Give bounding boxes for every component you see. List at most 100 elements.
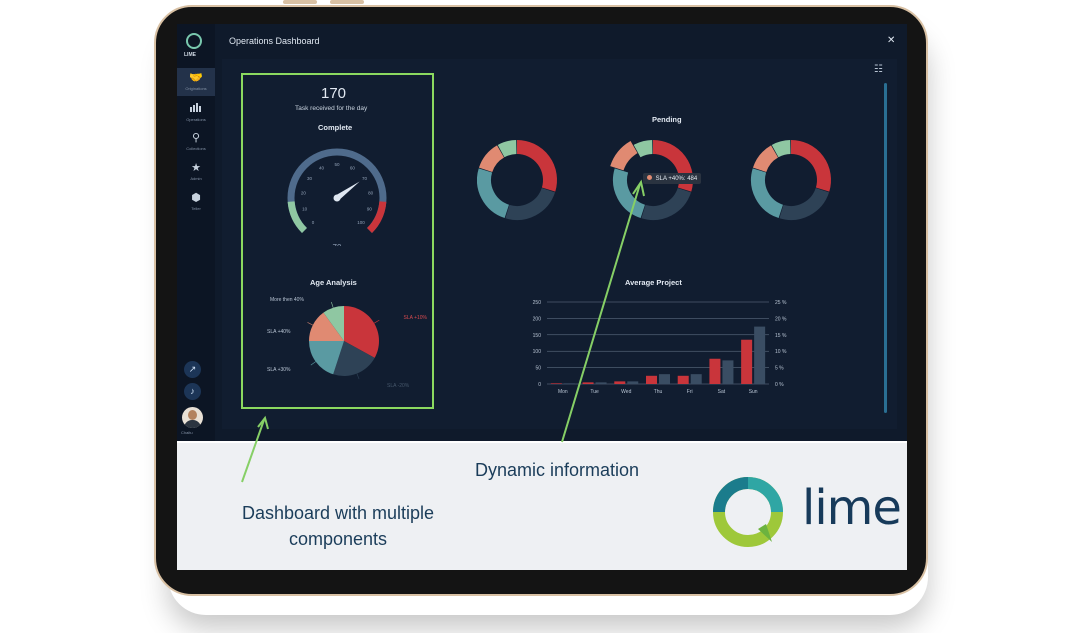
gauge: 010203040506070809010070 (287, 148, 387, 246)
bar (754, 326, 766, 384)
donut-segment (752, 145, 779, 173)
filter-settings-icon[interactable]: ☷ (874, 64, 883, 75)
annotation-dashboard-line2: components (288, 529, 388, 549)
x-tick-label: Fri (687, 389, 693, 395)
sidebar-item-label: Originations (185, 86, 207, 91)
scrollbar[interactable] (884, 83, 887, 413)
pie-label: SLA +30% (267, 367, 291, 373)
handshake-icon: 🤝 (189, 72, 203, 84)
close-icon[interactable]: ✕ (887, 35, 896, 46)
gauge-high-band (366, 201, 387, 234)
lime-logo-mark (713, 477, 783, 547)
tablet-button (283, 0, 317, 4)
donut-segment (779, 187, 830, 220)
sidebar-item-label: Admin (190, 176, 202, 181)
avatar[interactable] (182, 407, 203, 428)
y2-tick-label: 0 % (775, 382, 784, 388)
bar (677, 375, 689, 384)
y-tick-label: 50 (535, 366, 541, 372)
x-tick-label: Sat (718, 389, 726, 395)
highlight-box (241, 73, 434, 409)
donut-segment (497, 140, 517, 158)
gauge-low-band (287, 201, 308, 234)
y-tick-label: 250 (533, 300, 542, 306)
badge-icon: ⬢ (191, 192, 201, 204)
star-icon: ★ (191, 162, 201, 174)
gauge-tick-label: 10 (302, 207, 308, 212)
donut-segment (771, 140, 791, 158)
gauge-tick-label: 100 (357, 220, 365, 225)
pie-slice (309, 341, 344, 375)
donut-segment (613, 168, 646, 219)
trending-icon[interactable]: ↗ (184, 361, 201, 378)
bar (659, 374, 670, 384)
task-count: 170 (321, 85, 347, 102)
y2-tick-label: 15 % (775, 333, 787, 339)
bar (722, 360, 734, 384)
gauge-tick-label: 20 (301, 191, 307, 196)
sidebar-item-operations[interactable]: Operations (177, 102, 215, 122)
bar (563, 383, 575, 384)
pie-leader-line (331, 301, 334, 308)
tooltip-value: 484 (687, 176, 698, 182)
donut-segment (610, 141, 638, 171)
gauge-tick-label: 40 (319, 166, 325, 171)
sidebar-item-label: Operations (186, 117, 206, 122)
y-tick-label: 200 (533, 316, 542, 322)
tablet-button (330, 0, 364, 4)
pie-slice (323, 306, 344, 341)
bar (646, 375, 657, 384)
bar (614, 381, 626, 384)
pie-leader-line (310, 361, 316, 366)
small-logo-text: LIME (184, 52, 196, 58)
screen: LIME 🤝 Originations Operations ⚲ Collect… (177, 24, 907, 570)
collections-icon: ⚲ (191, 132, 201, 144)
y2-tick-label: 10 % (775, 349, 787, 355)
y2-tick-label: 5 % (775, 366, 784, 372)
sidebar-item-originations[interactable]: 🤝 Originations (177, 68, 215, 96)
bar (550, 383, 562, 384)
gauge-value-label: 70 (333, 243, 342, 246)
gauge-tick-label: 80 (368, 191, 374, 196)
age-analysis-pie: SLA +10%SLA -20%SLA +30%SLA +40%More the… (267, 297, 428, 389)
sidebar: LIME 🤝 Originations Operations ⚲ Collect… (177, 24, 215, 444)
pie-leader-line (307, 322, 313, 326)
pending-tooltip: SLA +40%: 484 (643, 173, 702, 184)
lime-logo-icon (186, 33, 202, 49)
donut-segment (790, 140, 831, 192)
donut-segment (751, 168, 784, 219)
bell-icon[interactable]: ♪ (184, 383, 201, 400)
x-tick-label: Thu (654, 389, 663, 395)
pie-label: SLA +10% (404, 315, 428, 321)
x-tick-label: Wed (621, 389, 631, 395)
sidebar-item-teller[interactable]: ⬢ Teller (177, 192, 215, 211)
sidebar-item-admin[interactable]: ★ Admin (177, 162, 215, 181)
gauge-tick-label: 70 (362, 176, 368, 181)
y-tick-label: 150 (533, 333, 542, 339)
bar (595, 382, 607, 384)
annotation-arrows (241, 179, 645, 483)
pie-leader-line (373, 319, 380, 324)
gauge-needle (335, 181, 360, 201)
gauge-title: Complete (318, 123, 353, 132)
donut-segment (477, 168, 510, 219)
bar (709, 358, 721, 384)
annotation-dashboard-line1: Dashboard with multiple (241, 503, 435, 523)
pie-label: More then 40% (270, 297, 304, 303)
sidebar-item-collections[interactable]: ⚲ Collections (177, 132, 215, 151)
pie-slice (344, 306, 379, 358)
y-tick-label: 100 (533, 349, 542, 355)
sidebar-item-label: Teller (191, 206, 201, 211)
lime-logo-text: lime (802, 480, 902, 536)
bar (741, 339, 753, 384)
gauge-tick-label: 90 (367, 207, 373, 212)
x-tick-label: Sun (749, 389, 758, 395)
donut-segment (478, 145, 505, 173)
tooltip-label: SLA +40%: (655, 176, 686, 182)
sidebar-item-label: Collections (186, 146, 206, 151)
gauge-tick-label: 30 (307, 176, 313, 181)
pie-slice (333, 341, 375, 376)
bar (582, 382, 594, 384)
pie-slice (309, 312, 344, 341)
